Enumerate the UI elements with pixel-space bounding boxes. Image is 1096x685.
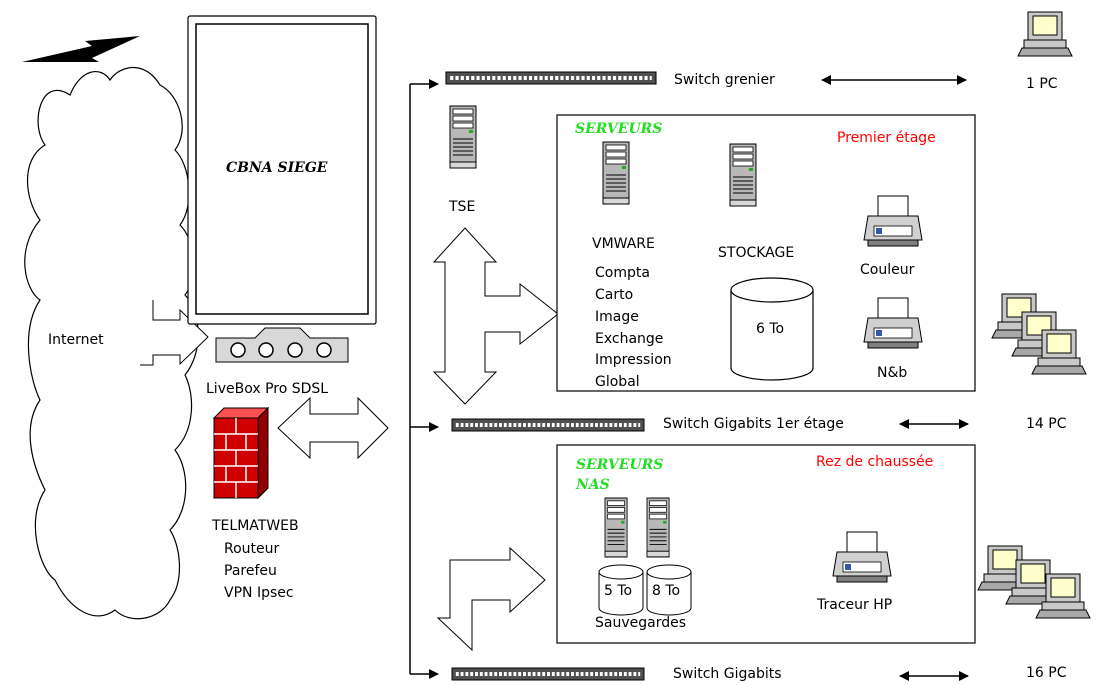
plotter-label: Traceur HP <box>816 597 892 613</box>
printer-couleur-label: Couleur <box>860 262 915 278</box>
disk-6to-label: 6 To <box>756 321 784 337</box>
internet-to-livebox-arrow <box>140 300 209 366</box>
livebox-label: LiveBox Pro SDSL <box>206 381 328 397</box>
switch-rdc-label: Switch Gigabits <box>673 666 782 681</box>
tse-label: TSE <box>448 199 475 215</box>
switch-premier-label: Switch Gigabits 1er étage <box>663 416 844 432</box>
pc-count-rdc: 16 PC <box>1026 665 1067 681</box>
vmware-service-carto: Carto <box>595 287 633 303</box>
firewall-name: TELMATWEB <box>211 518 299 534</box>
pc-group-premier <box>991 293 1087 375</box>
internet-label: Internet <box>48 332 104 348</box>
disk-6to-icon <box>730 277 814 381</box>
firewall-line-routeur: Routeur <box>224 541 280 557</box>
siege-title: CBNA SIEGE <box>226 160 328 176</box>
stockage-server-icon <box>729 143 757 207</box>
pc-icon-grenier <box>1017 11 1073 57</box>
firewall-icon <box>212 406 270 500</box>
pc-count-premier: 14 PC <box>1026 416 1067 432</box>
siege-building: CBNA SIEGE <box>187 15 377 325</box>
nas-server-2-icon <box>646 497 670 558</box>
vmware-service-compta: Compta <box>595 265 650 281</box>
vmware-server-icon <box>602 141 630 205</box>
rdc-floor-label: Rez de chaussée <box>816 454 933 470</box>
firewall-line-parefeu: Parefeu <box>224 563 277 579</box>
vmware-label: VMWARE <box>592 236 655 252</box>
pc-group-rdc <box>977 545 1091 619</box>
rdc-bent-arrow <box>436 546 546 652</box>
switch-rdc-bar <box>450 666 646 682</box>
backups-label: Sauvegardes <box>595 615 686 631</box>
rdc-servers-title: SERVEURS <box>576 457 663 473</box>
disk-8to-icon <box>646 564 692 616</box>
livebox-to-switch-arrow <box>277 396 389 460</box>
vmware-service-exchange: Exchange <box>595 331 663 347</box>
firewall-line-vpn: VPN Ipsec <box>224 585 294 601</box>
vmware-service-impression: Impression <box>595 352 672 368</box>
nas-server-1-icon <box>604 497 628 558</box>
printer-nb-label: N&b <box>877 365 907 381</box>
rdc-nas-title: NAS <box>575 477 610 493</box>
livebox-modem <box>215 327 349 363</box>
premier-floor-label: Premier étage <box>837 130 936 146</box>
disk-5to-label: 5 To <box>604 583 632 599</box>
tse-server-icon <box>449 105 477 169</box>
disk-5to-icon <box>598 564 644 616</box>
switch-grenier-bar <box>446 72 656 84</box>
switch-grenier-label: Switch grenier <box>674 72 775 88</box>
pc-count-grenier: 1 PC <box>1026 76 1058 92</box>
premier-servers-title: SERVEURS <box>575 121 662 137</box>
disk-8to-label: 8 To <box>652 583 680 599</box>
vmware-service-global: Global <box>595 374 640 390</box>
vmware-service-image: Image <box>595 309 639 325</box>
switch-premier-bar <box>450 417 646 433</box>
backbone-line <box>409 79 439 679</box>
internet-cloud: Internet <box>24 67 199 620</box>
premier-three-way-arrow <box>432 227 559 405</box>
lightning-icon <box>22 36 140 62</box>
stockage-label: STOCKAGE <box>718 245 794 261</box>
